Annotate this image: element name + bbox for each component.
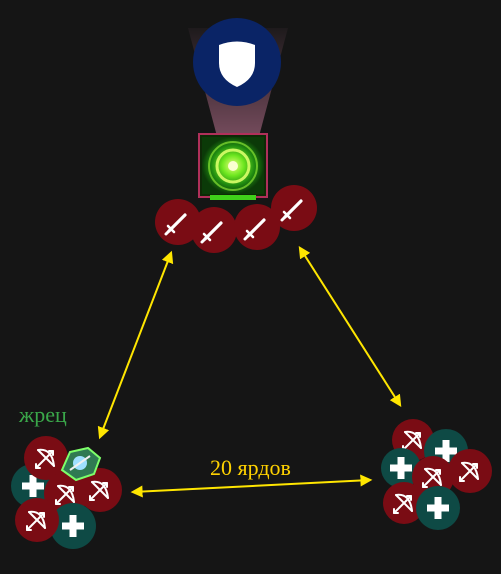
ranged-marker	[448, 449, 492, 493]
melee-marker	[155, 199, 201, 245]
boss-icon	[198, 133, 268, 200]
right-ranged-group	[381, 419, 492, 530]
healer-marker	[416, 486, 460, 530]
ranged-marker	[383, 482, 425, 524]
priest-class-icon	[60, 446, 102, 482]
melee-group	[155, 185, 317, 253]
arrow-right	[298, 245, 402, 408]
ranged-marker	[15, 498, 59, 542]
melee-marker	[191, 207, 237, 253]
ranged-marker	[24, 436, 68, 480]
left-ranged-group	[11, 436, 122, 549]
ranged-marker	[78, 468, 122, 512]
healer-marker	[381, 448, 421, 488]
arrow-bottom	[130, 474, 373, 498]
tank-marker	[193, 18, 281, 106]
healer-marker	[50, 503, 96, 549]
arrow-left	[97, 250, 174, 440]
melee-marker	[271, 185, 317, 231]
shield-icon	[219, 41, 255, 87]
melee-marker	[234, 204, 280, 250]
